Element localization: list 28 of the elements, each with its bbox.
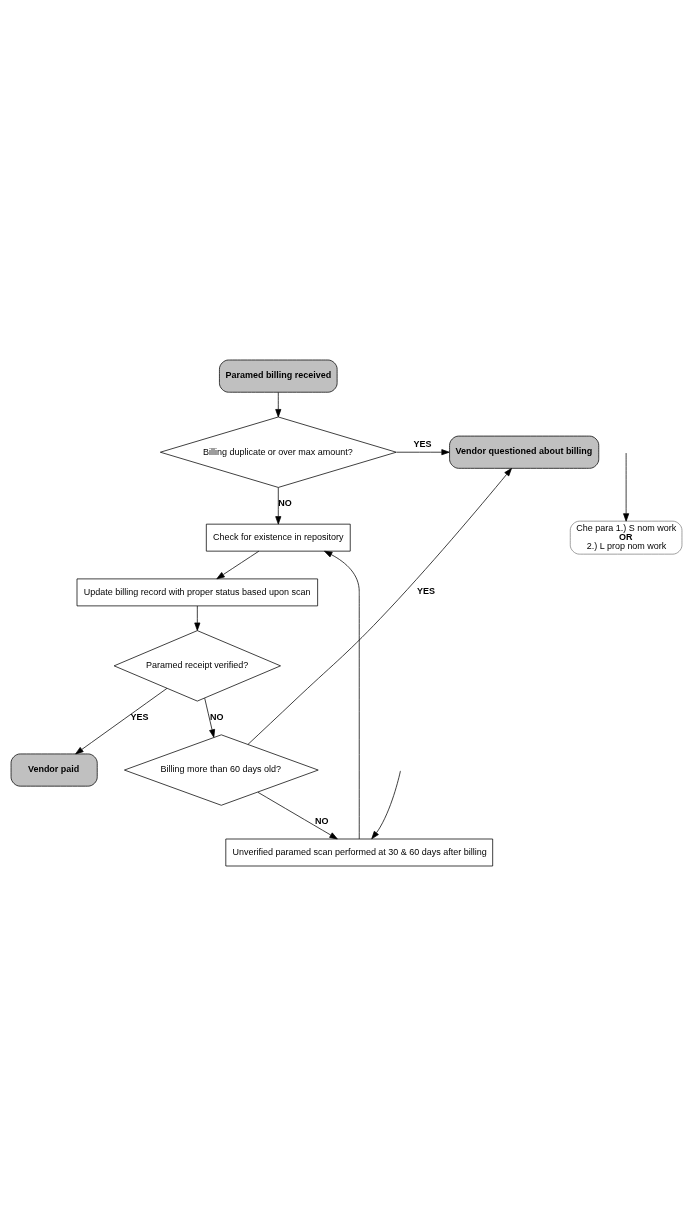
arrow bbox=[396, 448, 450, 455]
node-diamond: Billing duplicate or over max amount? bbox=[159, 416, 397, 488]
edge-label: YES bbox=[130, 711, 149, 722]
arrow bbox=[623, 452, 630, 522]
arrow bbox=[275, 391, 282, 417]
edge-label: NO bbox=[210, 711, 224, 722]
node-box: Vendor paid bbox=[10, 753, 98, 787]
arrow bbox=[324, 550, 360, 839]
arrow bbox=[275, 486, 282, 524]
arrow bbox=[204, 697, 216, 738]
arrow bbox=[371, 770, 401, 839]
arrow bbox=[194, 605, 201, 631]
node-box: Che para 1.) S nom work OR 2.) L prop nom work bbox=[569, 520, 683, 555]
edge-label: NO bbox=[278, 497, 292, 508]
arrow bbox=[216, 550, 260, 579]
arrow bbox=[257, 791, 338, 839]
edge-label: NO bbox=[315, 815, 329, 826]
edge-label: YES bbox=[416, 585, 435, 596]
node-box: Check for existence in repository bbox=[205, 523, 351, 552]
node-diamond: Paramed receipt verified? bbox=[113, 629, 281, 701]
node-box: Paramed billing received bbox=[219, 359, 338, 393]
arrow bbox=[75, 687, 168, 754]
arrow bbox=[247, 467, 512, 745]
node-box: Vendor questioned about billing bbox=[449, 435, 600, 469]
node-box: Unverified paramed scan performed at 30 & 60 days after billing bbox=[225, 838, 494, 866]
node-diamond: Billing more than 60 days old? bbox=[124, 733, 319, 806]
node-box: Update billing record with proper status based upon scan bbox=[76, 578, 318, 606]
edge-label: YES bbox=[413, 438, 432, 449]
